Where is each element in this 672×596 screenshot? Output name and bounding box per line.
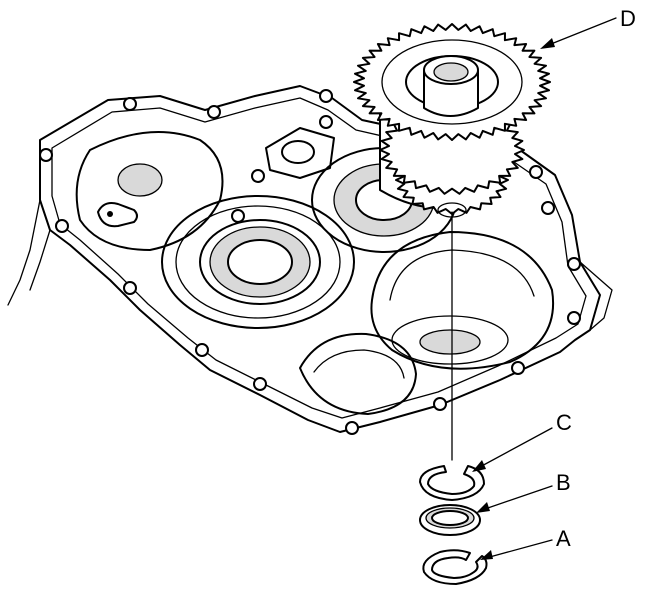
callout-d: D: [620, 6, 636, 31]
ring-b: [419, 504, 481, 536]
housing-right-flange: [579, 261, 613, 331]
housing-left-edge: [7, 199, 41, 306]
right-pocket-seat: [419, 329, 481, 355]
bolt-hole: [123, 97, 137, 111]
callout-c: C: [556, 410, 572, 435]
leader-lines: [472, 17, 617, 560]
leader-a: [485, 539, 553, 559]
upper-boss-ring: [281, 140, 315, 164]
top-gear-hub-ring: [381, 39, 523, 125]
bolt-hole: [231, 209, 245, 223]
left-bearing-inner-race: [227, 239, 293, 285]
bolt-hole: [319, 115, 333, 129]
bolt-hole: [345, 421, 359, 435]
snap-ring-c-shape: [419, 465, 485, 501]
bolt-hole: [567, 311, 581, 325]
leader-c-arrow: [472, 460, 486, 472]
leader-c: [477, 427, 553, 469]
leader-d-arrow: [540, 38, 555, 49]
leader-d: [545, 17, 617, 47]
left-bearing: [161, 195, 355, 329]
bolt-hole: [251, 169, 265, 183]
left-bearing-bore: [161, 195, 355, 329]
keyhole-center: [107, 211, 113, 217]
lower-pocket-rim: [299, 332, 417, 415]
bolt-hole: [55, 219, 69, 233]
leader-b-arrow: [476, 502, 490, 513]
bolt-hole: [123, 281, 137, 295]
left-bearing-bore-inner: [175, 205, 341, 319]
lower-pocket: [299, 332, 417, 415]
housing-left-edge-2: [29, 229, 51, 291]
right-pocket-rim: [370, 231, 555, 370]
bolt-hole: [567, 257, 581, 271]
bolt-hole: [541, 201, 555, 215]
callout-a: A: [556, 526, 571, 551]
bolt-hole: [511, 361, 525, 375]
countershaft-gear-assembly: [353, 23, 551, 218]
gear-spline-bore: [433, 62, 469, 82]
keyhole: [97, 202, 138, 228]
ring-b-inner: [431, 510, 469, 526]
left-pocket-floor: [117, 163, 163, 197]
bolt-hole: [195, 343, 209, 357]
snap-ring-a: [422, 549, 488, 585]
left-pocket-rim: [75, 131, 224, 251]
upper-boss-plate: [265, 127, 335, 179]
bolt-hole: [39, 148, 53, 162]
bolt-holes: [39, 89, 581, 435]
housing-inner-rim: [51, 97, 587, 419]
bolt-hole: [433, 397, 447, 411]
right-pocket: [370, 231, 555, 370]
left-pocket: [75, 131, 224, 251]
bolt-hole: [207, 105, 221, 119]
bolt-hole: [529, 165, 543, 179]
callout-b: B: [556, 470, 571, 495]
leader-a-arrow: [480, 550, 493, 560]
lower-pocket-wall: [313, 349, 405, 379]
bolt-hole: [253, 377, 267, 391]
upper-boss: [265, 127, 335, 179]
leader-b: [481, 485, 553, 511]
snap-ring-a-shape: [422, 549, 488, 585]
bolt-hole: [319, 89, 333, 103]
snap-ring-c: [419, 465, 485, 501]
